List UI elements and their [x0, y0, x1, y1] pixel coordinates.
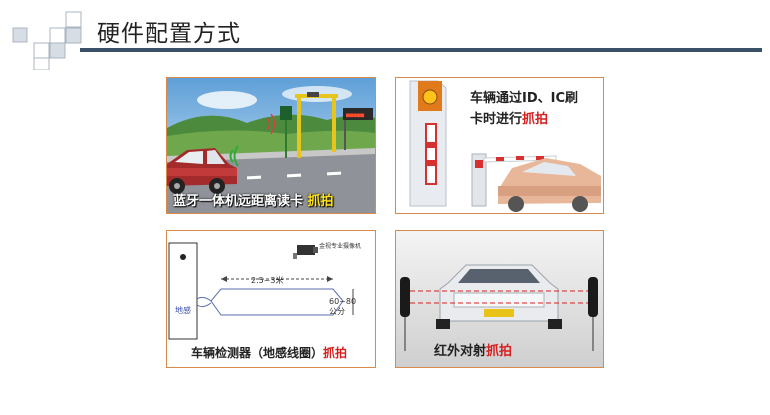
- title-rule: [80, 48, 762, 52]
- camera-label: 金视专业摄像机: [319, 243, 362, 250]
- loop-detector-diagram: [167, 231, 375, 367]
- infrared-scene-image: [396, 231, 603, 367]
- svg-text:■■■■■: ■■■■■: [346, 112, 364, 119]
- caption-bluetooth: 蓝牙一体机远距离读卡 抓拍: [173, 194, 334, 209]
- distance-label: 2.5~3米: [251, 276, 284, 285]
- panel-bluetooth-reader: ■■■■■ 蓝牙一体机远距离读卡 抓拍: [166, 77, 376, 214]
- caption-barrier-gate: 车辆通过ID、IC刷 卡时进行抓拍: [470, 91, 579, 127]
- bluetooth-scene-image: ■■■■■: [167, 78, 375, 213]
- sensor-label: 地感: [175, 306, 191, 315]
- caption-vehicle-detector: 车辆检测器（地感线圈）抓拍: [191, 346, 348, 360]
- panel-infrared: 红外对射抓拍: [395, 230, 604, 368]
- barrier-gate-image: [396, 78, 603, 213]
- panel-barrier-gate: 车辆通过ID、IC刷 卡时进行抓拍: [395, 77, 604, 214]
- caption-infrared: 红外对射抓拍: [434, 344, 513, 359]
- decorative-squares: [12, 11, 82, 70]
- page-title: 硬件配置方式: [97, 21, 241, 47]
